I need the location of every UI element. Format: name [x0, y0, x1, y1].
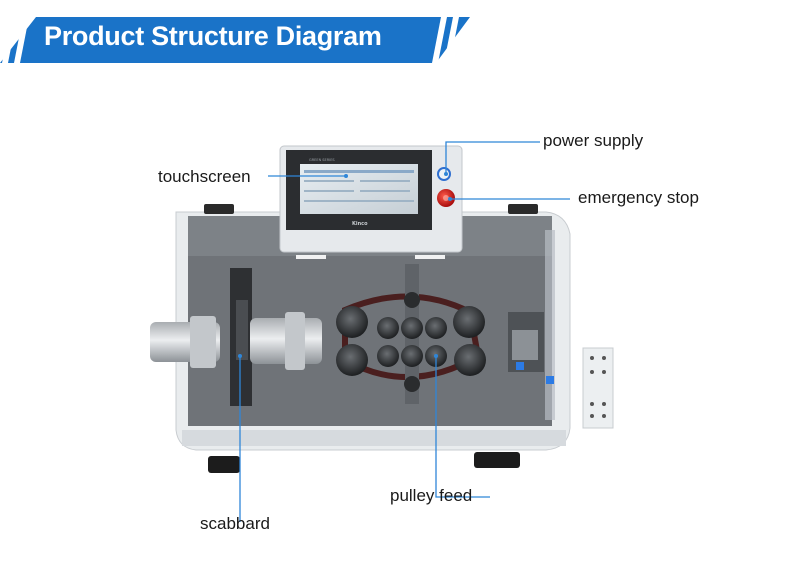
- label-power-supply: power supply: [543, 131, 644, 150]
- pulley-roller: [377, 317, 399, 339]
- touchscreen-series-text: GREEN SERIES: [309, 158, 335, 162]
- header-banner: [0, 17, 470, 63]
- pulley-roller: [401, 345, 423, 367]
- label-touchscreen: touchscreen: [158, 167, 251, 186]
- machine-base-trim: [182, 430, 566, 446]
- side-bracket: [582, 347, 614, 429]
- label-emergency-stop: emergency stop: [578, 188, 699, 207]
- leader-pulley-feed: [435, 356, 490, 498]
- machine-foot-right: [474, 452, 520, 468]
- machine-foot-left: [208, 456, 240, 473]
- pulley-roller: [336, 306, 368, 338]
- pulley-roller: [425, 317, 447, 339]
- page-title: Product Structure Diagram: [44, 21, 382, 51]
- pulley-roller: [454, 344, 486, 376]
- pulley-roller: [336, 344, 368, 376]
- pulley-roller: [453, 306, 485, 338]
- pulley-roller: [377, 345, 399, 367]
- leader-lines: [239, 141, 570, 522]
- pulley-roller: [401, 317, 423, 339]
- label-pulley-feed: pulley feed: [390, 486, 473, 505]
- touchscreen-brand-text: Kinco: [352, 221, 368, 227]
- label-scabbard: scabbard: [200, 514, 270, 533]
- leader-power-supply: [445, 141, 540, 174]
